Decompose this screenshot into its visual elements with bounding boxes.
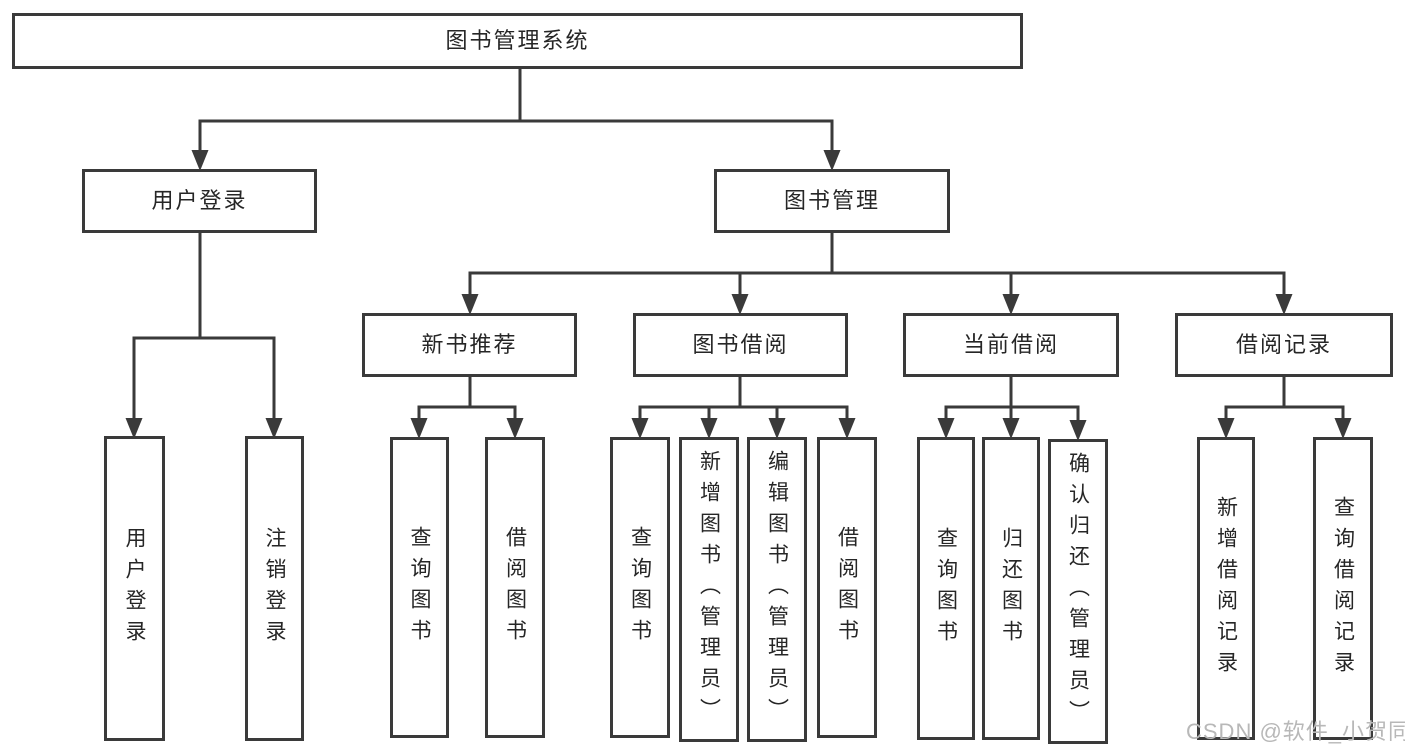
arrow-head-icon — [631, 418, 649, 439]
node-label-confirm-return-admin: 确认归还（管理员） — [1066, 452, 1090, 731]
node-query-books-borrowing: 查询图书 — [610, 437, 670, 738]
arrow-head-icon — [768, 418, 786, 439]
node-add-borrowing-record: 新增借阅记录 — [1197, 437, 1255, 740]
node-label-user-login: 用户登录 — [123, 526, 146, 651]
node-borrowing-records: 借阅记录 — [1175, 313, 1393, 377]
node-query-books-recommend: 查询图书 — [390, 437, 449, 738]
node-confirm-return-admin: 确认归还（管理员） — [1048, 439, 1108, 744]
node-label-current-borrowing: 当前借阅 — [962, 332, 1059, 357]
node-label-query-books-recommend: 查询图书 — [408, 525, 431, 650]
arrow-head-icon — [265, 418, 283, 439]
node-query-borrowing-record: 查询借阅记录 — [1313, 437, 1373, 740]
arrow-head-icon — [1275, 294, 1293, 315]
node-return-books: 归还图书 — [982, 437, 1040, 740]
node-book-management-branch: 图书管理 — [714, 169, 950, 233]
node-label-borrowing-records: 借阅记录 — [1235, 332, 1332, 357]
node-label-query-books-borrowing: 查询图书 — [628, 525, 652, 650]
node-label-query-borrowing-record: 查询借阅记录 — [1331, 495, 1355, 682]
node-label-book-management-branch: 图书管理 — [783, 188, 880, 213]
node-user-login-branch: 用户登录 — [82, 169, 317, 233]
node-label-root: 图书管理系统 — [445, 28, 590, 53]
arrow-head-icon — [700, 418, 718, 439]
arrow-head-icon — [461, 294, 479, 315]
node-label-borrow-books-recommend: 借阅图书 — [503, 525, 527, 650]
node-label-new-book-recommendation: 新书推荐 — [421, 332, 518, 357]
node-label-add-books-admin: 新增图书（管理员） — [697, 450, 721, 729]
node-add-books-admin: 新增图书（管理员） — [679, 437, 739, 742]
arrow-head-icon — [1002, 294, 1020, 315]
node-label-book-borrowing: 图书借阅 — [692, 332, 789, 357]
arrow-head-icon — [125, 418, 143, 439]
watermark-text: CSDN @软件_小贺同学 — [1186, 719, 1405, 744]
node-label-query-books-current: 查询图书 — [934, 526, 958, 651]
node-book-borrowing: 图书借阅 — [633, 313, 848, 377]
node-label-logout: 注销登录 — [263, 526, 286, 651]
node-logout: 注销登录 — [245, 436, 304, 741]
node-borrow-books-recommend: 借阅图书 — [485, 437, 545, 738]
arrow-head-icon — [506, 418, 524, 439]
node-label-borrow-books-borrowing: 借阅图书 — [835, 525, 859, 650]
arrow-head-icon — [1334, 418, 1352, 439]
arrow-head-icon — [1069, 420, 1087, 441]
node-current-borrowing: 当前借阅 — [903, 313, 1119, 377]
node-query-books-current: 查询图书 — [917, 437, 975, 740]
node-edit-books-admin: 编辑图书（管理员） — [747, 437, 807, 742]
node-new-book-recommendation: 新书推荐 — [362, 313, 577, 377]
node-label-add-borrowing-record: 新增借阅记录 — [1214, 495, 1238, 682]
arrow-head-icon — [838, 418, 856, 439]
arrow-head-icon — [191, 150, 209, 171]
node-borrow-books-borrowing: 借阅图书 — [817, 437, 877, 738]
arrow-head-icon — [823, 150, 841, 171]
node-root: 图书管理系统 — [12, 13, 1023, 69]
arrow-head-icon — [731, 294, 749, 315]
node-label-user-login-branch: 用户登录 — [151, 188, 248, 213]
node-label-edit-books-admin: 编辑图书（管理员） — [765, 450, 789, 729]
arrow-head-icon — [1217, 418, 1235, 439]
node-user-login: 用户登录 — [104, 436, 165, 741]
arrow-head-icon — [937, 418, 955, 439]
arrow-head-icon — [1002, 418, 1020, 439]
arrow-head-icon — [410, 418, 428, 439]
node-label-return-books: 归还图书 — [999, 526, 1023, 651]
